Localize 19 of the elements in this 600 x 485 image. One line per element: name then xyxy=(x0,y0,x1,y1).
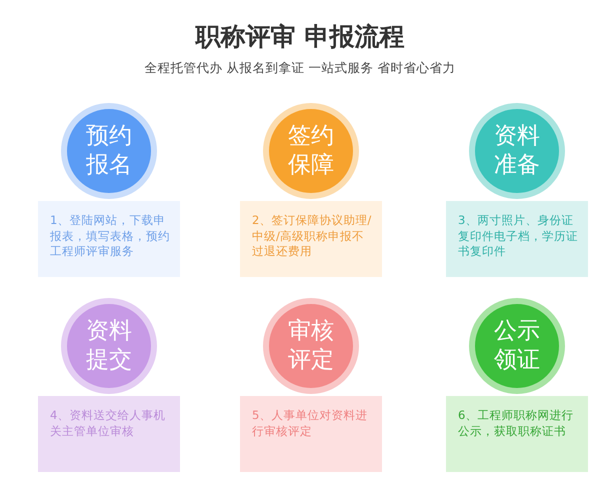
card-background xyxy=(446,201,588,277)
step-description: 5、人事单位对资料进行审核评定 xyxy=(252,408,368,440)
card-background xyxy=(240,396,382,472)
step-description: 3、两寸照片、身份证复印件电子档，学历证书复印件 xyxy=(458,213,579,260)
step-description: 6、工程师职称网进行公示，获取职称证书 xyxy=(458,408,574,440)
step-description: 1、登陆网站，下载申报表，填写表格，预约工程师评审服务 xyxy=(50,213,171,260)
card-background xyxy=(446,396,588,472)
step-badge: 预约报名 xyxy=(61,103,157,199)
step-badge: 公示领证 xyxy=(469,298,565,394)
step-badge: 审核评定 xyxy=(263,298,359,394)
card-background xyxy=(38,396,180,472)
card-background xyxy=(240,201,382,277)
step-badge: 资料准备 xyxy=(469,103,565,199)
step-description: 2、签订保障协议助理/中级/高级职称申报不过退还费用 xyxy=(252,213,372,260)
step-description: 4、资料送交给人事机关主管单位审核 xyxy=(50,408,166,440)
page-title: 职称评审 申报流程 xyxy=(194,21,406,53)
step-badge: 资料提交 xyxy=(61,298,157,394)
step-badge: 签约保障 xyxy=(263,103,359,199)
subtitle: 全程托管代办 从报名到拿证 一站式服务 省时省心省力 xyxy=(144,60,456,77)
